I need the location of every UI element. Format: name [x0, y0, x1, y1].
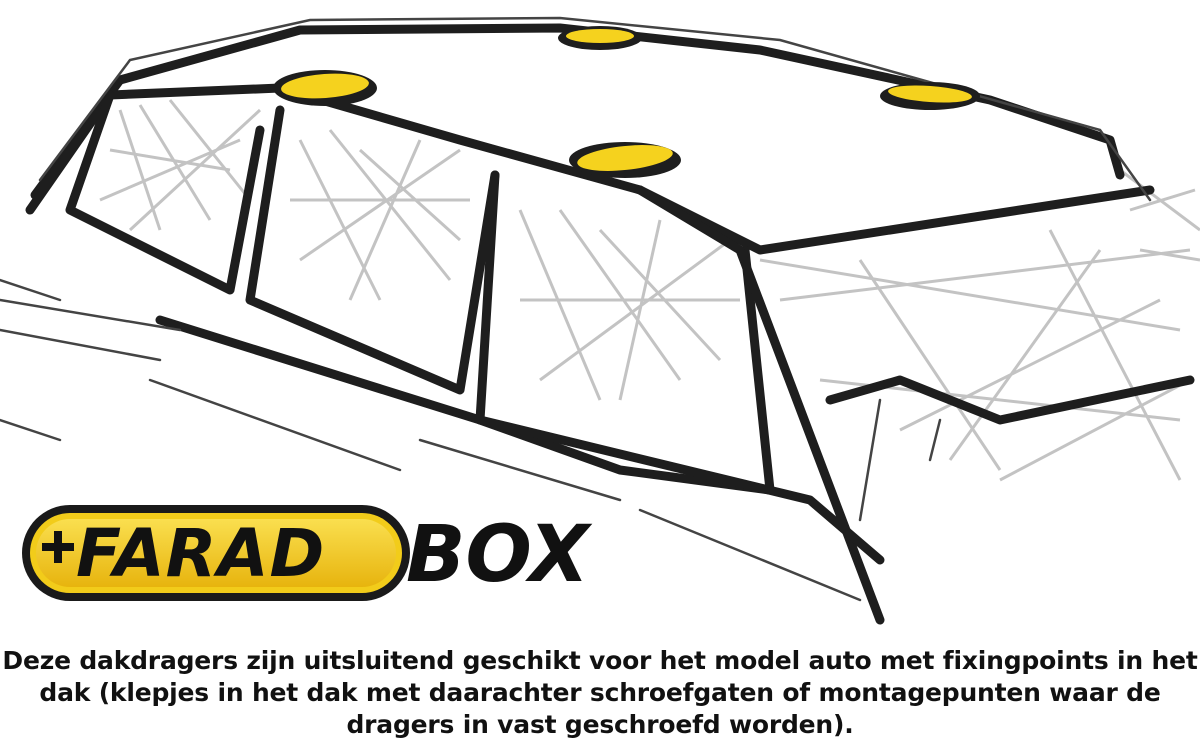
fixing-point-icon — [880, 82, 980, 110]
caption-line: Deze dakdragers zijn uitsluitend geschik… — [2, 646, 1198, 675]
caption: Deze dakdragers zijn uitsluitend geschik… — [0, 645, 1200, 741]
car-outline-thin — [0, 16, 1152, 602]
logo-text-farad: FARAD — [76, 515, 326, 592]
car-roof-illustration — [0, 16, 1200, 625]
fixing-point-icon — [569, 142, 681, 178]
car-outline — [25, 23, 1195, 625]
caption-line: dak (klepjes in het dak met daarachter s… — [39, 678, 1161, 707]
fixing-point-icon — [558, 26, 642, 50]
logo-text-box: BOX — [406, 510, 590, 600]
window-shading — [99, 99, 1200, 482]
plus-icon-vertical — [54, 531, 62, 563]
logo-badge: FARAD — [22, 505, 410, 601]
faradbox-logo: FARAD BOX — [22, 505, 622, 603]
fixing-points — [273, 26, 980, 178]
caption-line: dragers in vast geschroefd worden). — [346, 710, 854, 739]
fixing-point-icon — [273, 70, 377, 106]
